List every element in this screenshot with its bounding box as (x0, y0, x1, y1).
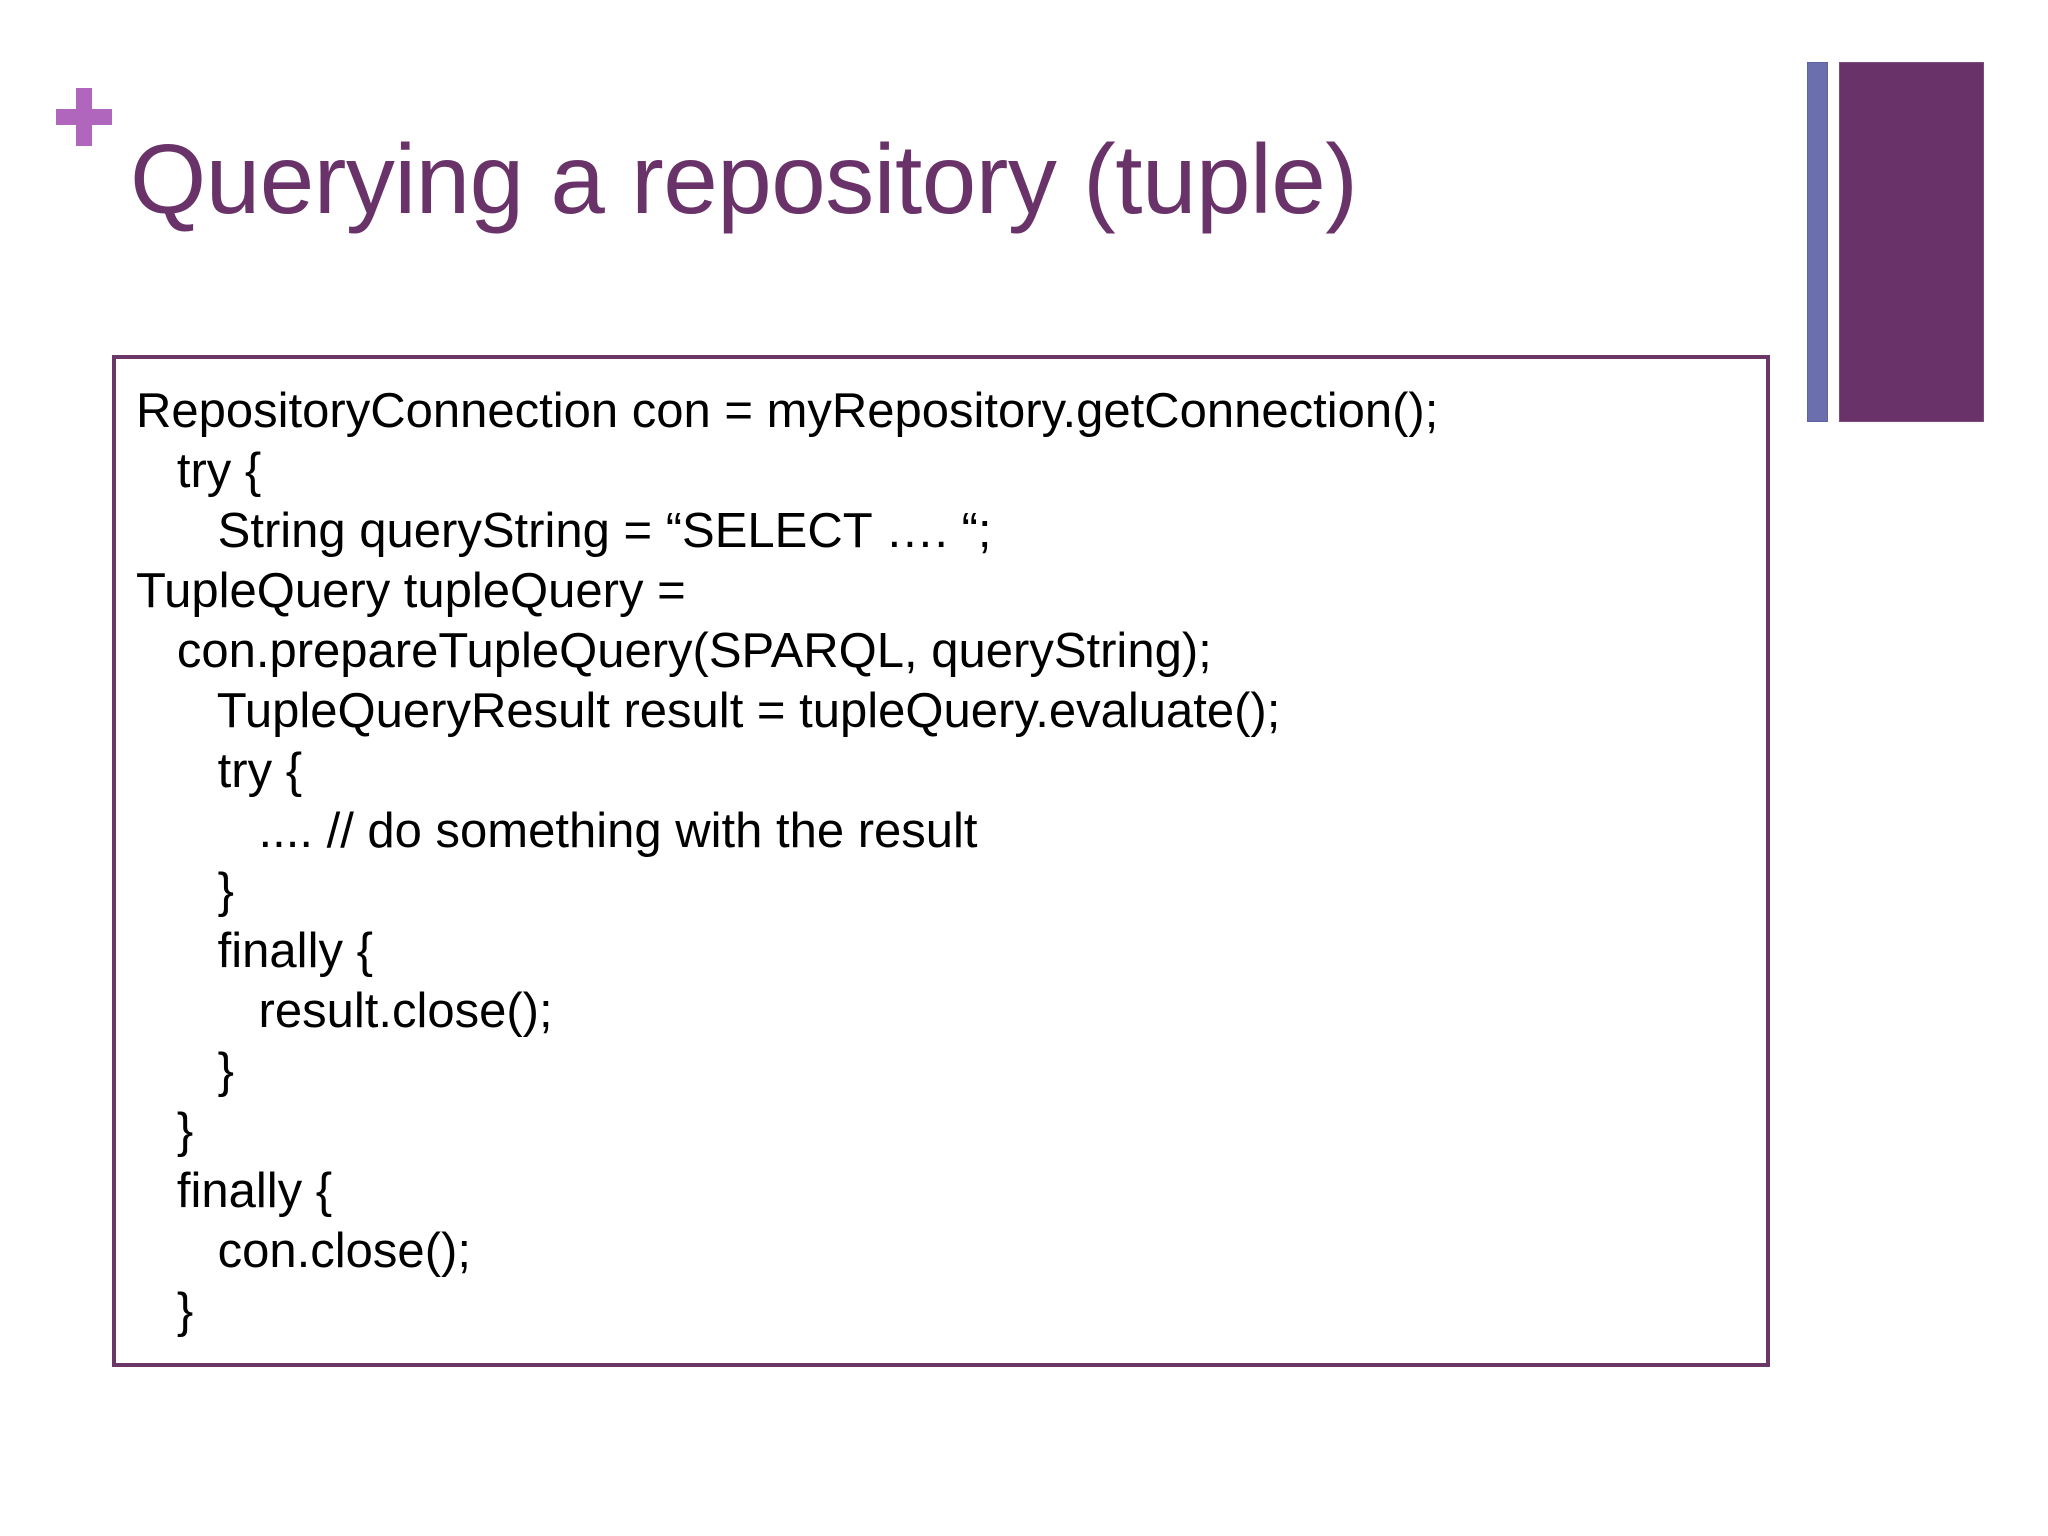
plus-icon (56, 88, 112, 146)
code-line: finally { (136, 924, 373, 978)
decorative-accent-bar (1807, 62, 1828, 422)
code-block-container: RepositoryConnection con = myRepository.… (112, 355, 1770, 1367)
code-line: con.prepareTupleQuery(SPARQL, queryStrin… (136, 624, 1212, 678)
code-line: } (136, 1284, 194, 1338)
page-title: Querying a repository (tuple) (130, 124, 1358, 234)
code-line: try { (136, 444, 262, 498)
code-line: } (136, 1104, 194, 1158)
code-line: .... // do something with the result (136, 804, 978, 858)
code-line: con.close(); (136, 1224, 471, 1278)
decorative-accent-block (1839, 62, 1984, 422)
code-line: finally { (136, 1164, 333, 1218)
code-line: try { (136, 744, 303, 798)
code-line-list: RepositoryConnection con = myRepository.… (116, 381, 1766, 1341)
code-line: } (136, 1044, 235, 1098)
code-line: TupleQuery tupleQuery = (136, 564, 686, 618)
code-line: TupleQueryResult result = tupleQuery.eva… (136, 684, 1281, 738)
code-line: String queryString = “SELECT …. “; (136, 504, 992, 558)
plus-icon-vertical-bar (76, 88, 92, 146)
code-line: result.close(); (136, 984, 553, 1038)
code-line: } (136, 864, 235, 918)
code-line: RepositoryConnection con = myRepository.… (136, 384, 1439, 438)
